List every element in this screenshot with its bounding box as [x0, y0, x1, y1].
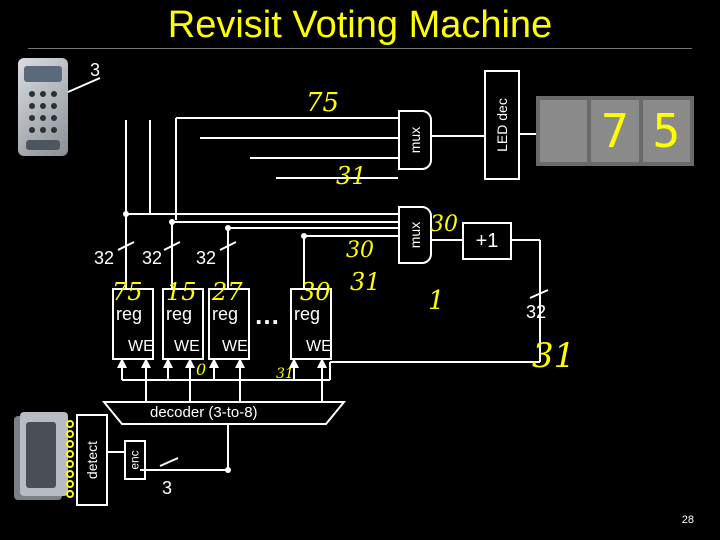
annotation-bottom-mux-out: 30 [430, 212, 458, 237]
register-0-value: 75 [112, 278, 143, 306]
register-0-label: reg [116, 304, 143, 324]
bus-width-32-c: 32 [196, 248, 217, 268]
register-0-we: WE [128, 338, 154, 355]
keypad-bus-width: 3 [90, 60, 101, 80]
register-3-value: 30 [300, 278, 331, 306]
annotation-bottom-mux-in: 30 [346, 238, 374, 263]
title-divider [28, 48, 692, 49]
register-1-value: 15 [166, 278, 197, 306]
led-decoder: LED dec [484, 70, 520, 180]
register-1-we: WE [174, 338, 200, 355]
register-3-label: reg [294, 304, 321, 324]
register-2-label: reg [212, 304, 239, 324]
page-number: 28 [681, 514, 694, 526]
register-2 [208, 288, 250, 360]
keypad-buttons-icon [24, 66, 62, 150]
register-3 [290, 288, 332, 360]
register-0 [112, 288, 154, 360]
card-reader-image [14, 410, 76, 504]
annotation-mid-31: 31 [336, 162, 367, 190]
detect-label: detect [84, 440, 101, 480]
led-digit-2-value: 5 [652, 104, 681, 158]
bus-width-32-a: 32 [94, 248, 115, 268]
led-digit-0 [540, 100, 588, 162]
decoder-shape [101, 401, 347, 425]
encoder-bus-width: 3 [162, 478, 173, 498]
annotation-we-31: 31 [276, 366, 294, 382]
adder-box: +1 [462, 222, 512, 260]
bus-width-32-b: 32 [142, 248, 163, 268]
register-3-we: WE [306, 338, 332, 355]
encoder-box: enc [124, 440, 146, 480]
detect-box: detect [76, 414, 108, 506]
top-mux: mux [398, 110, 432, 170]
register-2-value: 27 [212, 278, 243, 306]
annotation-adder-out: 31 [532, 336, 576, 376]
led-digit-1: 7 [591, 100, 639, 162]
led-display: 7 5 [536, 96, 694, 166]
slide-title: Revisit Voting Machine [167, 4, 553, 46]
annotation-reg-31: 31 [350, 268, 381, 296]
adder-bus-width: 32 [526, 302, 547, 322]
annotation-top-mux-out: 75 [306, 88, 340, 118]
led-digit-1-value: 7 [601, 104, 629, 158]
register-2-we: WE [222, 338, 248, 355]
keypad-image [18, 58, 68, 156]
card-reader-icon [14, 412, 74, 500]
annotation-adder-in: 1 [428, 286, 445, 316]
encoder-label: enc [128, 450, 143, 470]
decoder-label: decoder (3-to-8) [150, 404, 258, 421]
led-digit-2: 5 [642, 100, 690, 162]
top-mux-label: mux [406, 126, 423, 154]
register-1-label: reg [166, 304, 193, 324]
bottom-mux: mux [398, 206, 432, 264]
bottom-mux-label: mux [406, 221, 423, 249]
adder-label: +1 [475, 229, 499, 252]
annotation-we-0: 0 [196, 360, 207, 379]
register-ellipsis: … [254, 300, 280, 330]
led-decoder-label: LED dec [494, 98, 511, 152]
register-1 [162, 288, 204, 360]
